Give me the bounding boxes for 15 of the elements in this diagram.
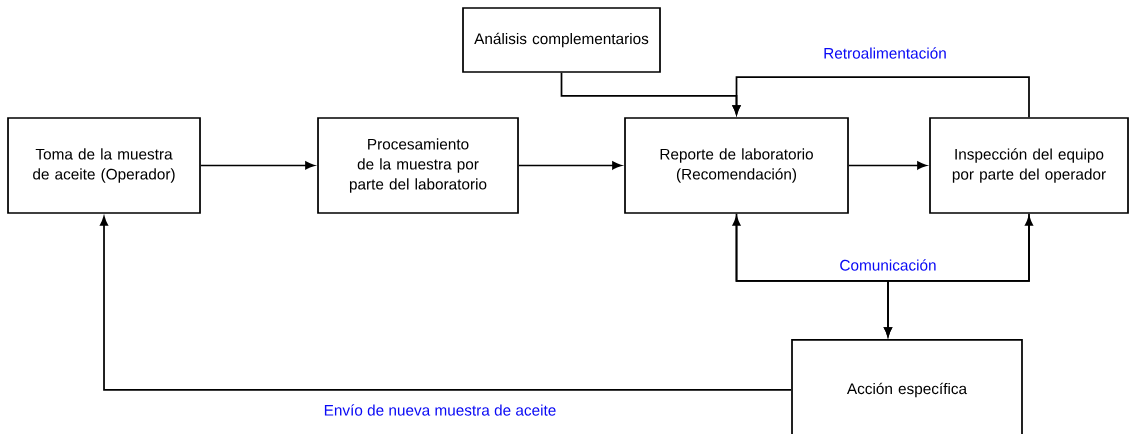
arrow — [200, 161, 315, 170]
edge-label: Retroalimentación — [821, 45, 949, 61]
edge-label: Envío de nueva muestra de aceite — [322, 402, 558, 418]
process-box: Acción específica — [791, 339, 1023, 434]
process-box: Procesamiento de la muestra por parte del laboratorio — [317, 117, 519, 214]
edge-label: Comunicación — [838, 257, 938, 273]
process-box: Análisis complementarios — [462, 7, 661, 73]
arrow — [100, 216, 792, 391]
process-box: Toma de la muestra de aceite (Operador) — [7, 117, 201, 214]
process-box: Inspección del equipo por parte del operador — [929, 117, 1129, 214]
arrow — [732, 76, 1030, 118]
process-box: Reporte de laboratorio (Recomendación) — [624, 117, 849, 214]
arrow — [884, 213, 1030, 337]
arrow — [518, 161, 622, 170]
arrow — [848, 161, 927, 170]
